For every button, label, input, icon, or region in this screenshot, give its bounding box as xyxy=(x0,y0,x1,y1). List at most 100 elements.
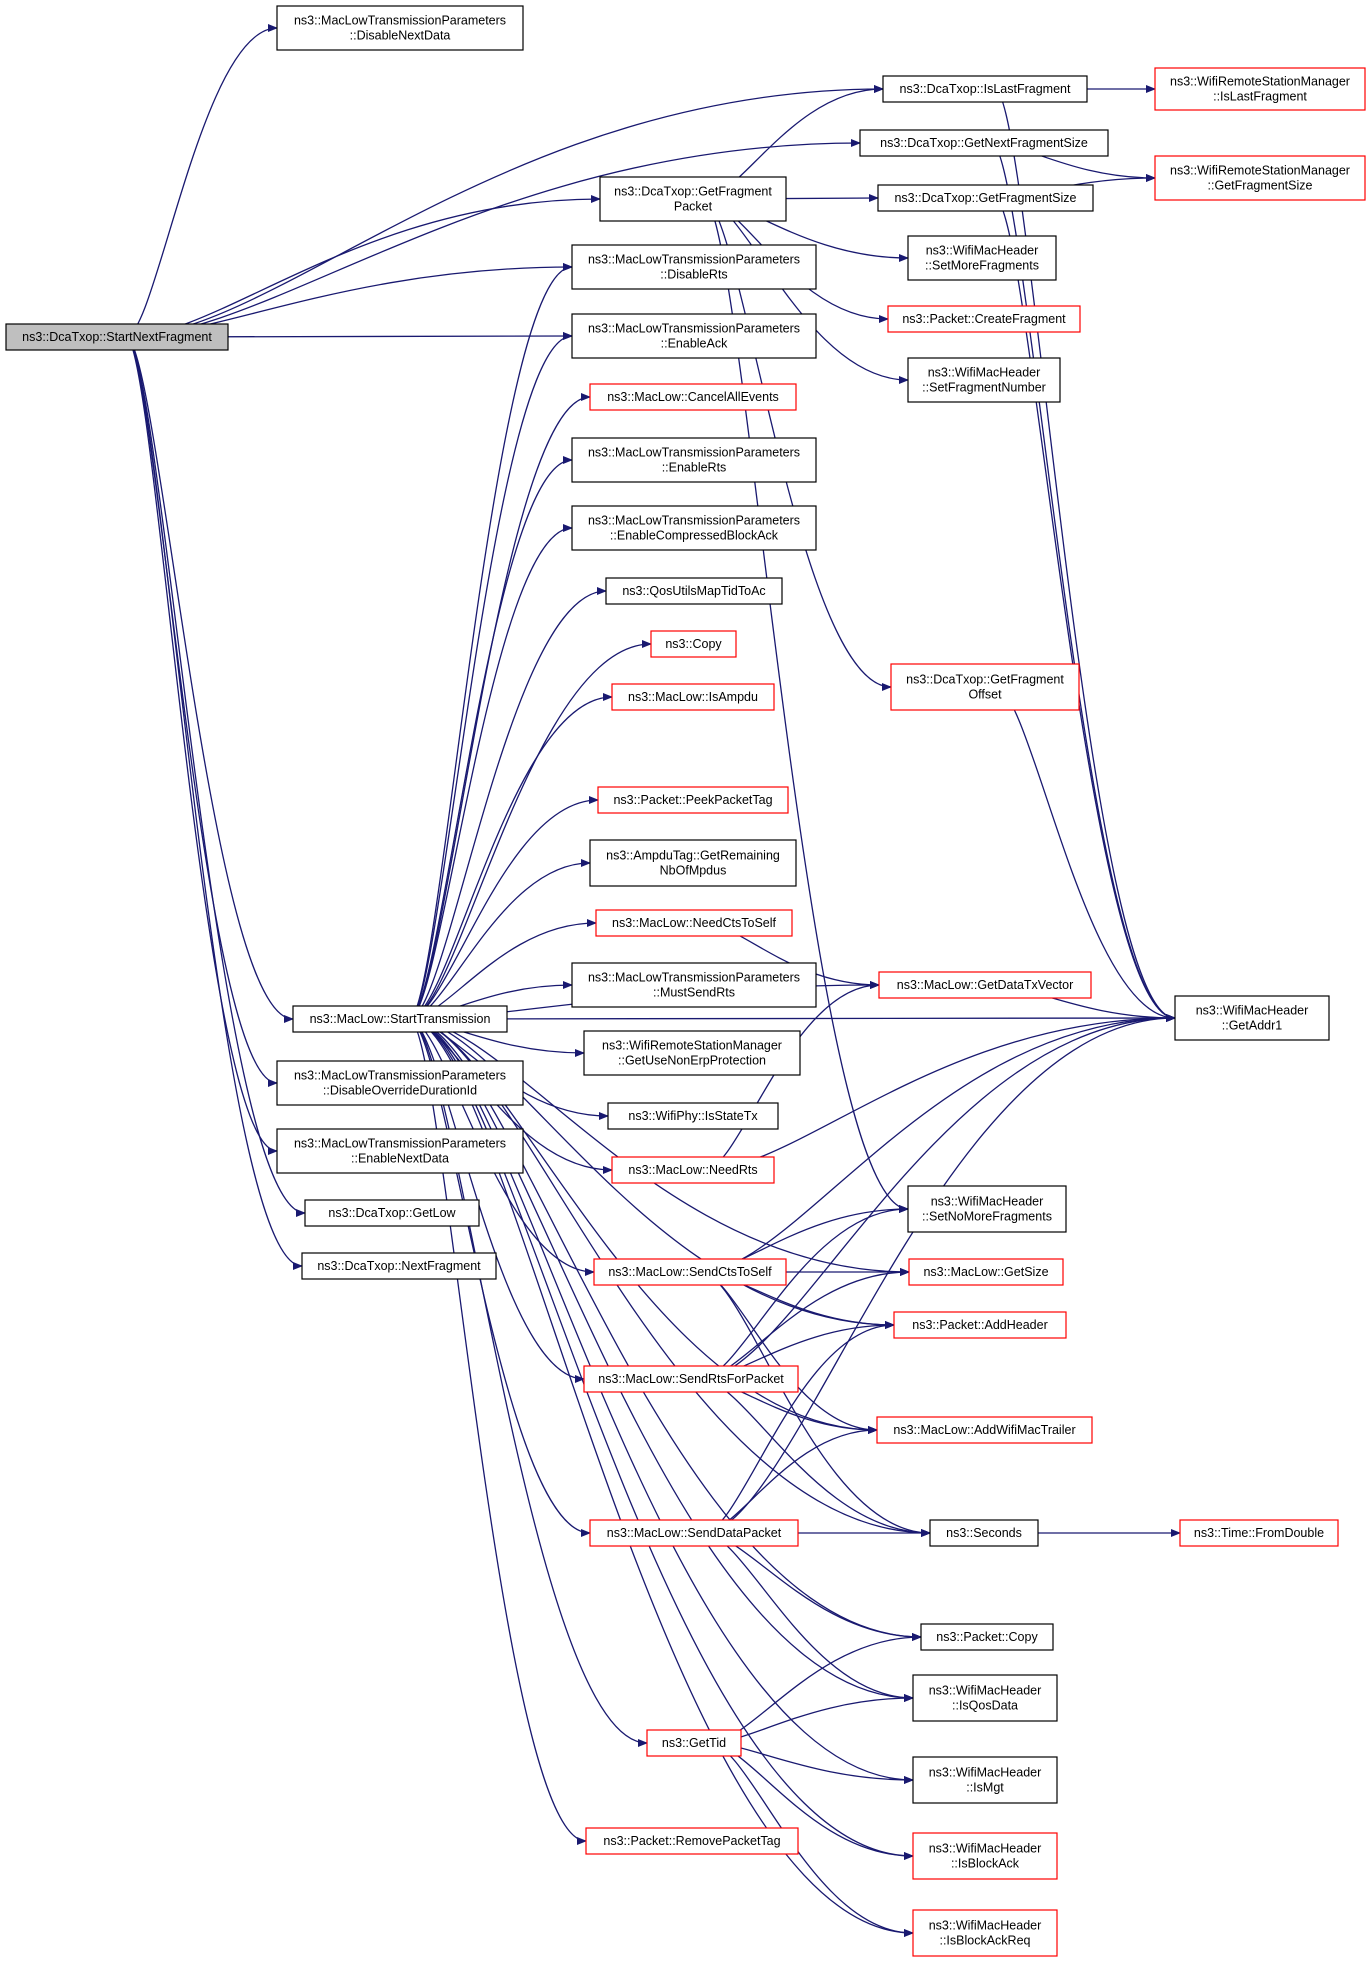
node-box xyxy=(583,1030,801,1076)
node-label: ::EnableNextData xyxy=(351,1152,449,1166)
node-box xyxy=(887,305,1081,333)
node-getnextfragmentsize[interactable]: ns3::DcaTxop::GetNextFragmentSize xyxy=(859,129,1109,157)
node-getlow[interactable]: ns3::DcaTxop::GetLow xyxy=(304,1199,480,1227)
edge-starttransmission-to-enablecompressedblockack xyxy=(409,524,573,1020)
node-fromdouble[interactable]: ns3::Time::FromDouble xyxy=(1179,1519,1339,1547)
node-box xyxy=(593,1258,787,1286)
node-box xyxy=(571,313,817,359)
node-box xyxy=(605,577,783,605)
edge-startnextfragment-to-enablenextdata xyxy=(125,336,278,1155)
node-label: ns3::WifiRemoteStationManager xyxy=(1170,75,1350,89)
node-label: NbOfMpdus xyxy=(660,864,727,878)
edge-starttransmission-to-disablerts xyxy=(409,263,573,1020)
node-createfragment[interactable]: ns3::Packet::CreateFragment xyxy=(887,305,1081,333)
node-box xyxy=(5,323,229,351)
node-label: ::EnableRts xyxy=(662,461,727,475)
edge-gettid-to-packet-copy xyxy=(709,1633,922,1744)
node-removepackettag[interactable]: ns3::Packet::RemovePacketTag xyxy=(585,1827,799,1855)
node-nextfragment[interactable]: ns3::DcaTxop::NextFragment xyxy=(301,1252,497,1280)
node-setfragmentnumber[interactable]: ns3::WifiMacHeader::SetFragmentNumber xyxy=(907,357,1061,403)
node-label: ::IsLastFragment xyxy=(1213,90,1307,104)
node-senddatapacket[interactable]: ns3::MacLow::SendDataPacket xyxy=(589,1519,799,1547)
node-qosutilsmaptidtoac[interactable]: ns3::QosUtilsMapTidToAc xyxy=(605,577,783,605)
edge-starttransmission-to-cancelallevents xyxy=(409,393,591,1020)
node-box xyxy=(571,437,817,483)
node-isstatetx[interactable]: ns3::WifiPhy::IsStateTx xyxy=(607,1102,779,1130)
node-enablecompressedblockack[interactable]: ns3::MacLowTransmissionParameters::Enabl… xyxy=(571,505,817,551)
node-sendrtsforpacket[interactable]: ns3::MacLow::SendRtsForPacket xyxy=(583,1365,799,1393)
node-label: ::SetMoreFragments xyxy=(925,259,1039,273)
node-getsize[interactable]: ns3::MacLow::GetSize xyxy=(908,1258,1064,1286)
node-wrsm-getfragmentsize[interactable]: ns3::WifiRemoteStationManager::GetFragme… xyxy=(1154,155,1366,201)
node-addwifimactrailer[interactable]: ns3::MacLow::AddWifiMacTrailer xyxy=(876,1416,1093,1444)
edge-senddatapacket-to-getaddr1 xyxy=(703,1014,1176,1534)
node-box xyxy=(929,1519,1039,1547)
node-copy[interactable]: ns3::Copy xyxy=(650,630,737,658)
node-setnomorefragments[interactable]: ns3::WifiMacHeader::SetNoMoreFragments xyxy=(907,1185,1067,1233)
node-enablerts[interactable]: ns3::MacLowTransmissionParameters::Enabl… xyxy=(571,437,817,483)
node-label: ns3::WifiMacHeader xyxy=(929,1842,1042,1856)
edge-sendrtsforpacket-to-seconds xyxy=(700,1378,931,1537)
node-label: ns3::Time::FromDouble xyxy=(1194,1526,1324,1540)
node-sendctstoself[interactable]: ns3::MacLow::SendCtsToSelf xyxy=(593,1258,787,1286)
node-cancelallevents[interactable]: ns3::MacLow::CancelAllEvents xyxy=(589,383,797,411)
node-mustsendrts[interactable]: ns3::MacLowTransmissionParameters::MustS… xyxy=(571,962,817,1008)
node-seconds[interactable]: ns3::Seconds xyxy=(929,1519,1039,1547)
node-wrsm-islastfragment[interactable]: ns3::WifiRemoteStationManager::IsLastFra… xyxy=(1154,67,1366,111)
node-box xyxy=(646,1729,742,1757)
node-box xyxy=(301,1252,497,1280)
node-startnextfragment[interactable]: ns3::DcaTxop::StartNextFragment xyxy=(5,323,229,351)
node-box xyxy=(611,683,775,711)
node-label: ns3::DcaTxop::StartNextFragment xyxy=(22,330,212,344)
node-needctstoself[interactable]: ns3::MacLow::NeedCtsToSelf xyxy=(595,909,793,937)
node-getfragmentsize[interactable]: ns3::DcaTxop::GetFragmentSize xyxy=(877,184,1094,212)
node-getusenonerpprotection[interactable]: ns3::WifiRemoteStationManager::GetUseNon… xyxy=(583,1030,801,1076)
node-label: ns3::MacLow::SendDataPacket xyxy=(607,1526,782,1540)
node-box xyxy=(912,1756,1058,1804)
node-islastfragment[interactable]: ns3::DcaTxop::IsLastFragment xyxy=(882,75,1088,103)
node-label: ns3::MacLowTransmissionParameters xyxy=(588,971,800,985)
node-box xyxy=(611,1156,775,1184)
node-label: ns3::MacLow::GetSize xyxy=(923,1265,1048,1279)
node-getdatatxvector[interactable]: ns3::MacLow::GetDataTxVector xyxy=(878,971,1092,999)
node-addheader[interactable]: ns3::Packet::AddHeader xyxy=(893,1311,1067,1339)
node-box xyxy=(859,129,1109,157)
node-box xyxy=(607,1102,779,1130)
node-label: ::GetFragmentSize xyxy=(1208,179,1313,193)
node-box xyxy=(599,176,787,222)
node-enablenextdata[interactable]: ns3::MacLowTransmissionParameters::Enabl… xyxy=(276,1128,524,1174)
node-disablenextdata[interactable]: ns3::MacLowTransmissionParameters::Disab… xyxy=(276,5,524,51)
node-setmorefragments[interactable]: ns3::WifiMacHeader::SetMoreFragments xyxy=(907,235,1057,281)
node-enableack[interactable]: ns3::MacLowTransmissionParameters::Enabl… xyxy=(571,313,817,359)
node-gettid[interactable]: ns3::GetTid xyxy=(646,1729,742,1757)
node-box xyxy=(907,357,1061,403)
node-box xyxy=(908,1258,1064,1286)
node-getaddr1[interactable]: ns3::WifiMacHeader::GetAddr1 xyxy=(1174,995,1330,1041)
node-isampdu[interactable]: ns3::MacLow::IsAmpdu xyxy=(611,683,775,711)
node-box xyxy=(877,184,1094,212)
node-label: ::IsBlockAckReq xyxy=(939,1934,1030,1948)
node-starttransmission[interactable]: ns3::MacLow::StartTransmission xyxy=(292,1005,508,1033)
node-isqosdata[interactable]: ns3::WifiMacHeader::IsQosData xyxy=(912,1674,1058,1722)
edge-starttransmission-to-addheader xyxy=(409,1018,895,1329)
edge-starttransmission-to-isqosdata xyxy=(409,1018,914,1702)
node-isblockackreq[interactable]: ns3::WifiMacHeader::IsBlockAckReq xyxy=(912,1909,1058,1957)
node-disablerts[interactable]: ns3::MacLowTransmissionParameters::Disab… xyxy=(571,244,817,290)
node-label: ns3::Packet::CreateFragment xyxy=(902,312,1066,326)
node-label: ::IsBlockAck xyxy=(951,1857,1020,1871)
node-box xyxy=(650,630,737,658)
edge-starttransmission-to-enablerts xyxy=(409,456,573,1020)
node-disableoverridedurationid[interactable]: ns3::MacLowTransmissionParameters::Disab… xyxy=(276,1060,524,1106)
node-isblockack[interactable]: ns3::WifiMacHeader::IsBlockAck xyxy=(912,1832,1058,1880)
node-needrts[interactable]: ns3::MacLow::NeedRts xyxy=(611,1156,775,1184)
node-packet-copy[interactable]: ns3::Packet::Copy xyxy=(920,1623,1054,1651)
node-box xyxy=(589,383,797,411)
node-peekpackettag[interactable]: ns3::Packet::PeekPacketTag xyxy=(597,786,789,814)
node-ismgt[interactable]: ns3::WifiMacHeader::IsMgt xyxy=(912,1756,1058,1804)
node-label: ::DisableRts xyxy=(660,268,727,282)
edge-starttransmission-to-getaddr1 xyxy=(409,1014,1176,1023)
